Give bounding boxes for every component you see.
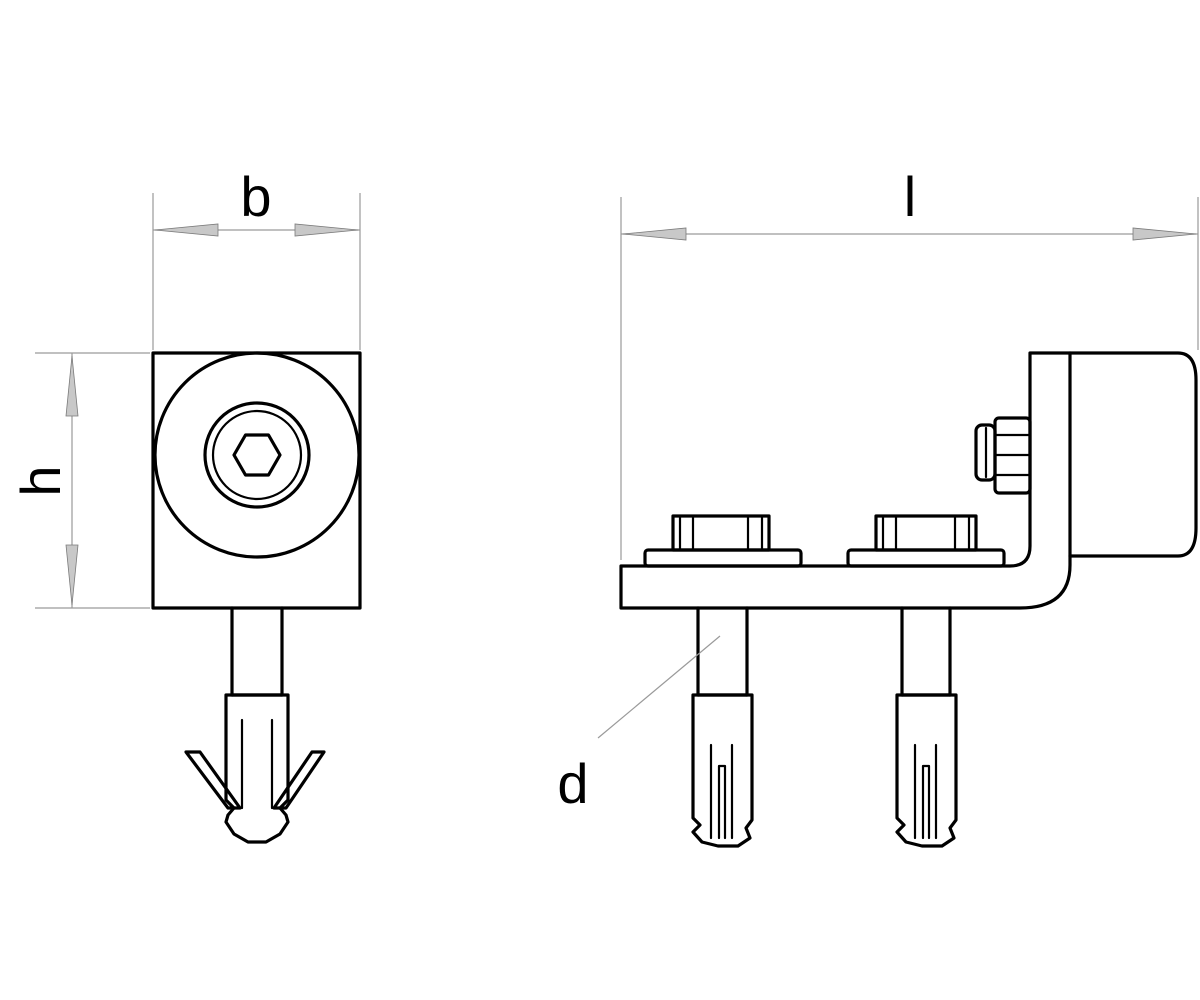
side-view-anchor-1 <box>691 606 754 848</box>
front-view-anchor <box>184 606 326 844</box>
side-view-side-nut <box>974 416 1032 495</box>
side-view-anchor-2 <box>895 606 958 848</box>
dimension-l-label: l <box>904 165 916 228</box>
front-view-bolt-ring <box>203 401 311 509</box>
dimension-b-label: b <box>240 165 271 228</box>
front-view <box>151 351 362 844</box>
dimension-d: d <box>557 635 721 815</box>
dimension-h-label: h <box>9 465 72 496</box>
dimension-b: b <box>152 165 361 350</box>
front-view-washer <box>153 351 361 559</box>
front-view-hex-socket <box>232 433 282 477</box>
front-view-bolt-ring-inner <box>211 409 303 501</box>
side-view-bracket <box>619 351 1072 610</box>
front-view-block <box>151 351 362 610</box>
dimension-d-label: d <box>557 752 588 815</box>
side-view-roller <box>1068 351 1198 558</box>
side-view <box>619 351 1198 848</box>
dimension-h: h <box>9 352 150 609</box>
side-view-bolt-2 <box>846 514 1006 568</box>
side-view-bolt-1 <box>643 514 803 568</box>
dimension-l: l <box>620 165 1199 560</box>
